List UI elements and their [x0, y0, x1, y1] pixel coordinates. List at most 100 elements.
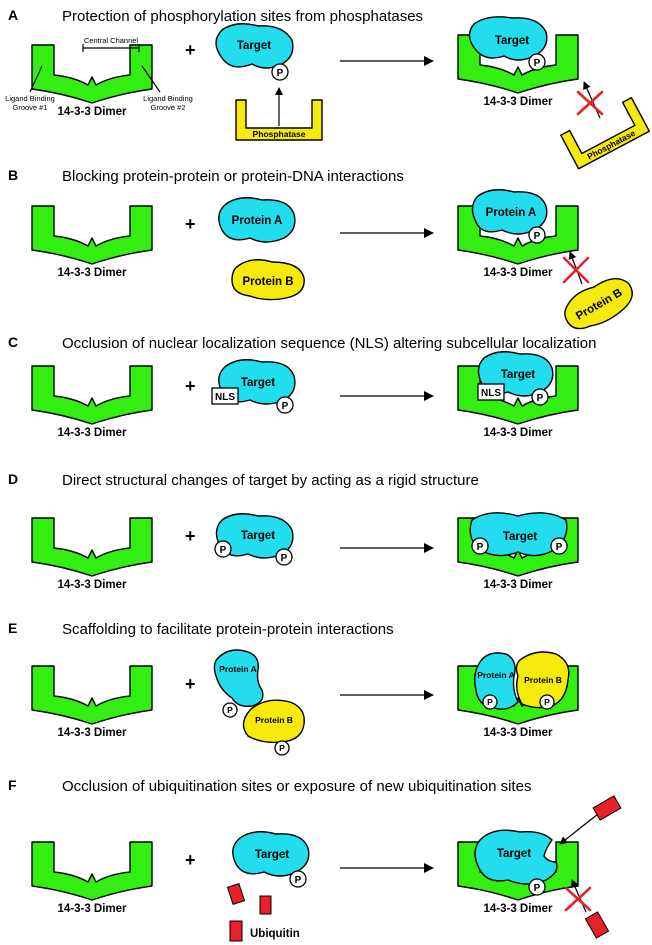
groove-2-label-2: Groove #2 — [150, 103, 185, 112]
dimer-label: 14-3-3 Dimer — [57, 579, 127, 591]
panel-b-letter: B — [8, 167, 18, 183]
protein-b — [231, 259, 305, 301]
panel-e: E Scaffolding to facilitate protein-prot… — [8, 620, 579, 756]
phosphate-label: P — [277, 68, 284, 79]
ubiquitin-block — [584, 911, 610, 939]
phosphate-circle — [214, 540, 232, 558]
phosphate-label: P — [534, 58, 541, 69]
dimer-shape — [31, 841, 153, 901]
panel-f-letter: F — [8, 777, 17, 793]
protein-b — [242, 699, 305, 744]
plus-sign: + — [185, 40, 196, 60]
phosphate-circle — [274, 740, 290, 756]
phosphate-label: P — [534, 883, 541, 894]
phosphate-label: P — [477, 542, 484, 553]
plus-sign: + — [185, 526, 196, 546]
phosphate-circle — [539, 694, 555, 710]
blocked-arrow — [568, 251, 583, 285]
phosphate-circle — [271, 63, 289, 81]
protein-a-label: Protein A — [486, 207, 537, 219]
phosphate-label: P — [279, 743, 285, 753]
panel-d: D Direct structural changes of target by… — [8, 471, 579, 591]
target-label: Target — [495, 35, 529, 47]
dimer-label: 14-3-3 Dimer — [483, 267, 553, 279]
panel-d-title: Direct structural changes of target by a… — [62, 472, 479, 489]
dimer-label: 14-3-3 Dimer — [483, 427, 553, 439]
plus-sign: + — [185, 850, 196, 870]
protein-b-label: Protein B — [524, 675, 562, 685]
panel-c-title: Occlusion of nuclear localization sequen… — [62, 335, 596, 352]
phosphate-label: P — [281, 553, 288, 564]
phosphatase-label: Phosphatase — [585, 128, 637, 162]
dimer-label: 14-3-3 Dimer — [483, 579, 553, 591]
panel-c-letter: C — [8, 334, 18, 350]
dimer-shape — [31, 365, 153, 425]
dimer-label: 14-3-3 Dimer — [57, 106, 127, 118]
protein-b — [564, 278, 633, 330]
dimer-shape — [31, 665, 153, 725]
groove-1-label: Ligand Binding — [5, 94, 55, 103]
phosphate-label: P — [295, 875, 302, 886]
dimer-label: 14-3-3 Dimer — [57, 903, 127, 915]
dimer-label: 14-3-3 Dimer — [57, 267, 127, 279]
dimer-label: 14-3-3 Dimer — [483, 727, 553, 739]
dimer-label: 14-3-3 Dimer — [483, 903, 553, 915]
target-label: Target — [255, 849, 289, 861]
protein-b-label: Protein B — [255, 715, 293, 725]
ubiquitin-block — [259, 895, 272, 915]
phosphate-label: P — [282, 401, 289, 412]
phosphate-circle — [471, 537, 489, 555]
nls-label: NLS — [481, 388, 501, 399]
phosphate-circle — [275, 548, 293, 566]
phosphate-label: P — [487, 697, 493, 707]
dimer-shape — [31, 205, 153, 265]
phosphate-label: P — [537, 393, 544, 404]
panel-d-letter: D — [8, 471, 18, 487]
protein-a — [473, 652, 519, 710]
groove-1-label-2: Groove #1 — [12, 103, 47, 112]
panel-b-title: Blocking protein-protein or protein-DNA … — [62, 168, 404, 185]
plus-sign: + — [185, 674, 196, 694]
groove-2-label: Ligand Binding — [143, 94, 193, 103]
ubiquitin-label: Ubiquitin — [250, 928, 300, 940]
phosphate-circle — [482, 694, 498, 710]
phosphate-circle — [289, 870, 307, 888]
panel-b: B Blocking protein-protein or protein-DN… — [8, 167, 633, 330]
nls-label: NLS — [215, 392, 235, 403]
phosphate-circle — [276, 396, 294, 414]
phosphate-circle — [550, 537, 568, 555]
dimer-label: 14-3-3 Dimer — [57, 427, 127, 439]
phosphate-circle — [528, 226, 546, 244]
panel-f: F Occlusion of ubiquitination sites or e… — [8, 777, 622, 942]
protein-a-label: Protein A — [477, 670, 514, 680]
panel-a-letter: A — [8, 7, 18, 23]
panel-a-title: Protection of phosphorylation sites from… — [62, 8, 423, 25]
protein-a-label: Protein A — [232, 215, 283, 227]
protein-a-label: Protein A — [219, 664, 256, 674]
target-label: Target — [241, 530, 275, 542]
phosphate-circle — [528, 53, 546, 71]
nls-box — [477, 383, 505, 401]
phosphate-label: P — [556, 542, 563, 553]
dimer-shape — [31, 517, 153, 577]
panel-c: C Occlusion of nuclear localization sequ… — [8, 334, 596, 439]
target-label: Target — [503, 531, 537, 543]
target-protein — [474, 829, 558, 885]
ubiquitin-block — [226, 882, 246, 906]
nls-box — [211, 387, 239, 405]
ubiquitin-block — [229, 920, 243, 942]
panel-f-title: Occlusion of ubiquitination sites or exp… — [62, 778, 531, 795]
phosphate-label: P — [220, 545, 227, 556]
ubiquitin-block — [592, 795, 622, 821]
dimer-label: 14-3-3 Dimer — [483, 96, 553, 108]
phosphatase-shape — [235, 99, 323, 141]
blocked-arrow — [571, 879, 587, 913]
target-label: Target — [241, 377, 275, 389]
plus-sign: + — [185, 214, 196, 234]
protein-a — [213, 649, 264, 708]
phosphatase-shape — [560, 96, 650, 170]
phosphate-circle — [531, 388, 549, 406]
panel-e-letter: E — [8, 620, 17, 636]
panel-a: A Protection of phosphorylation sites fr… — [5, 7, 650, 170]
